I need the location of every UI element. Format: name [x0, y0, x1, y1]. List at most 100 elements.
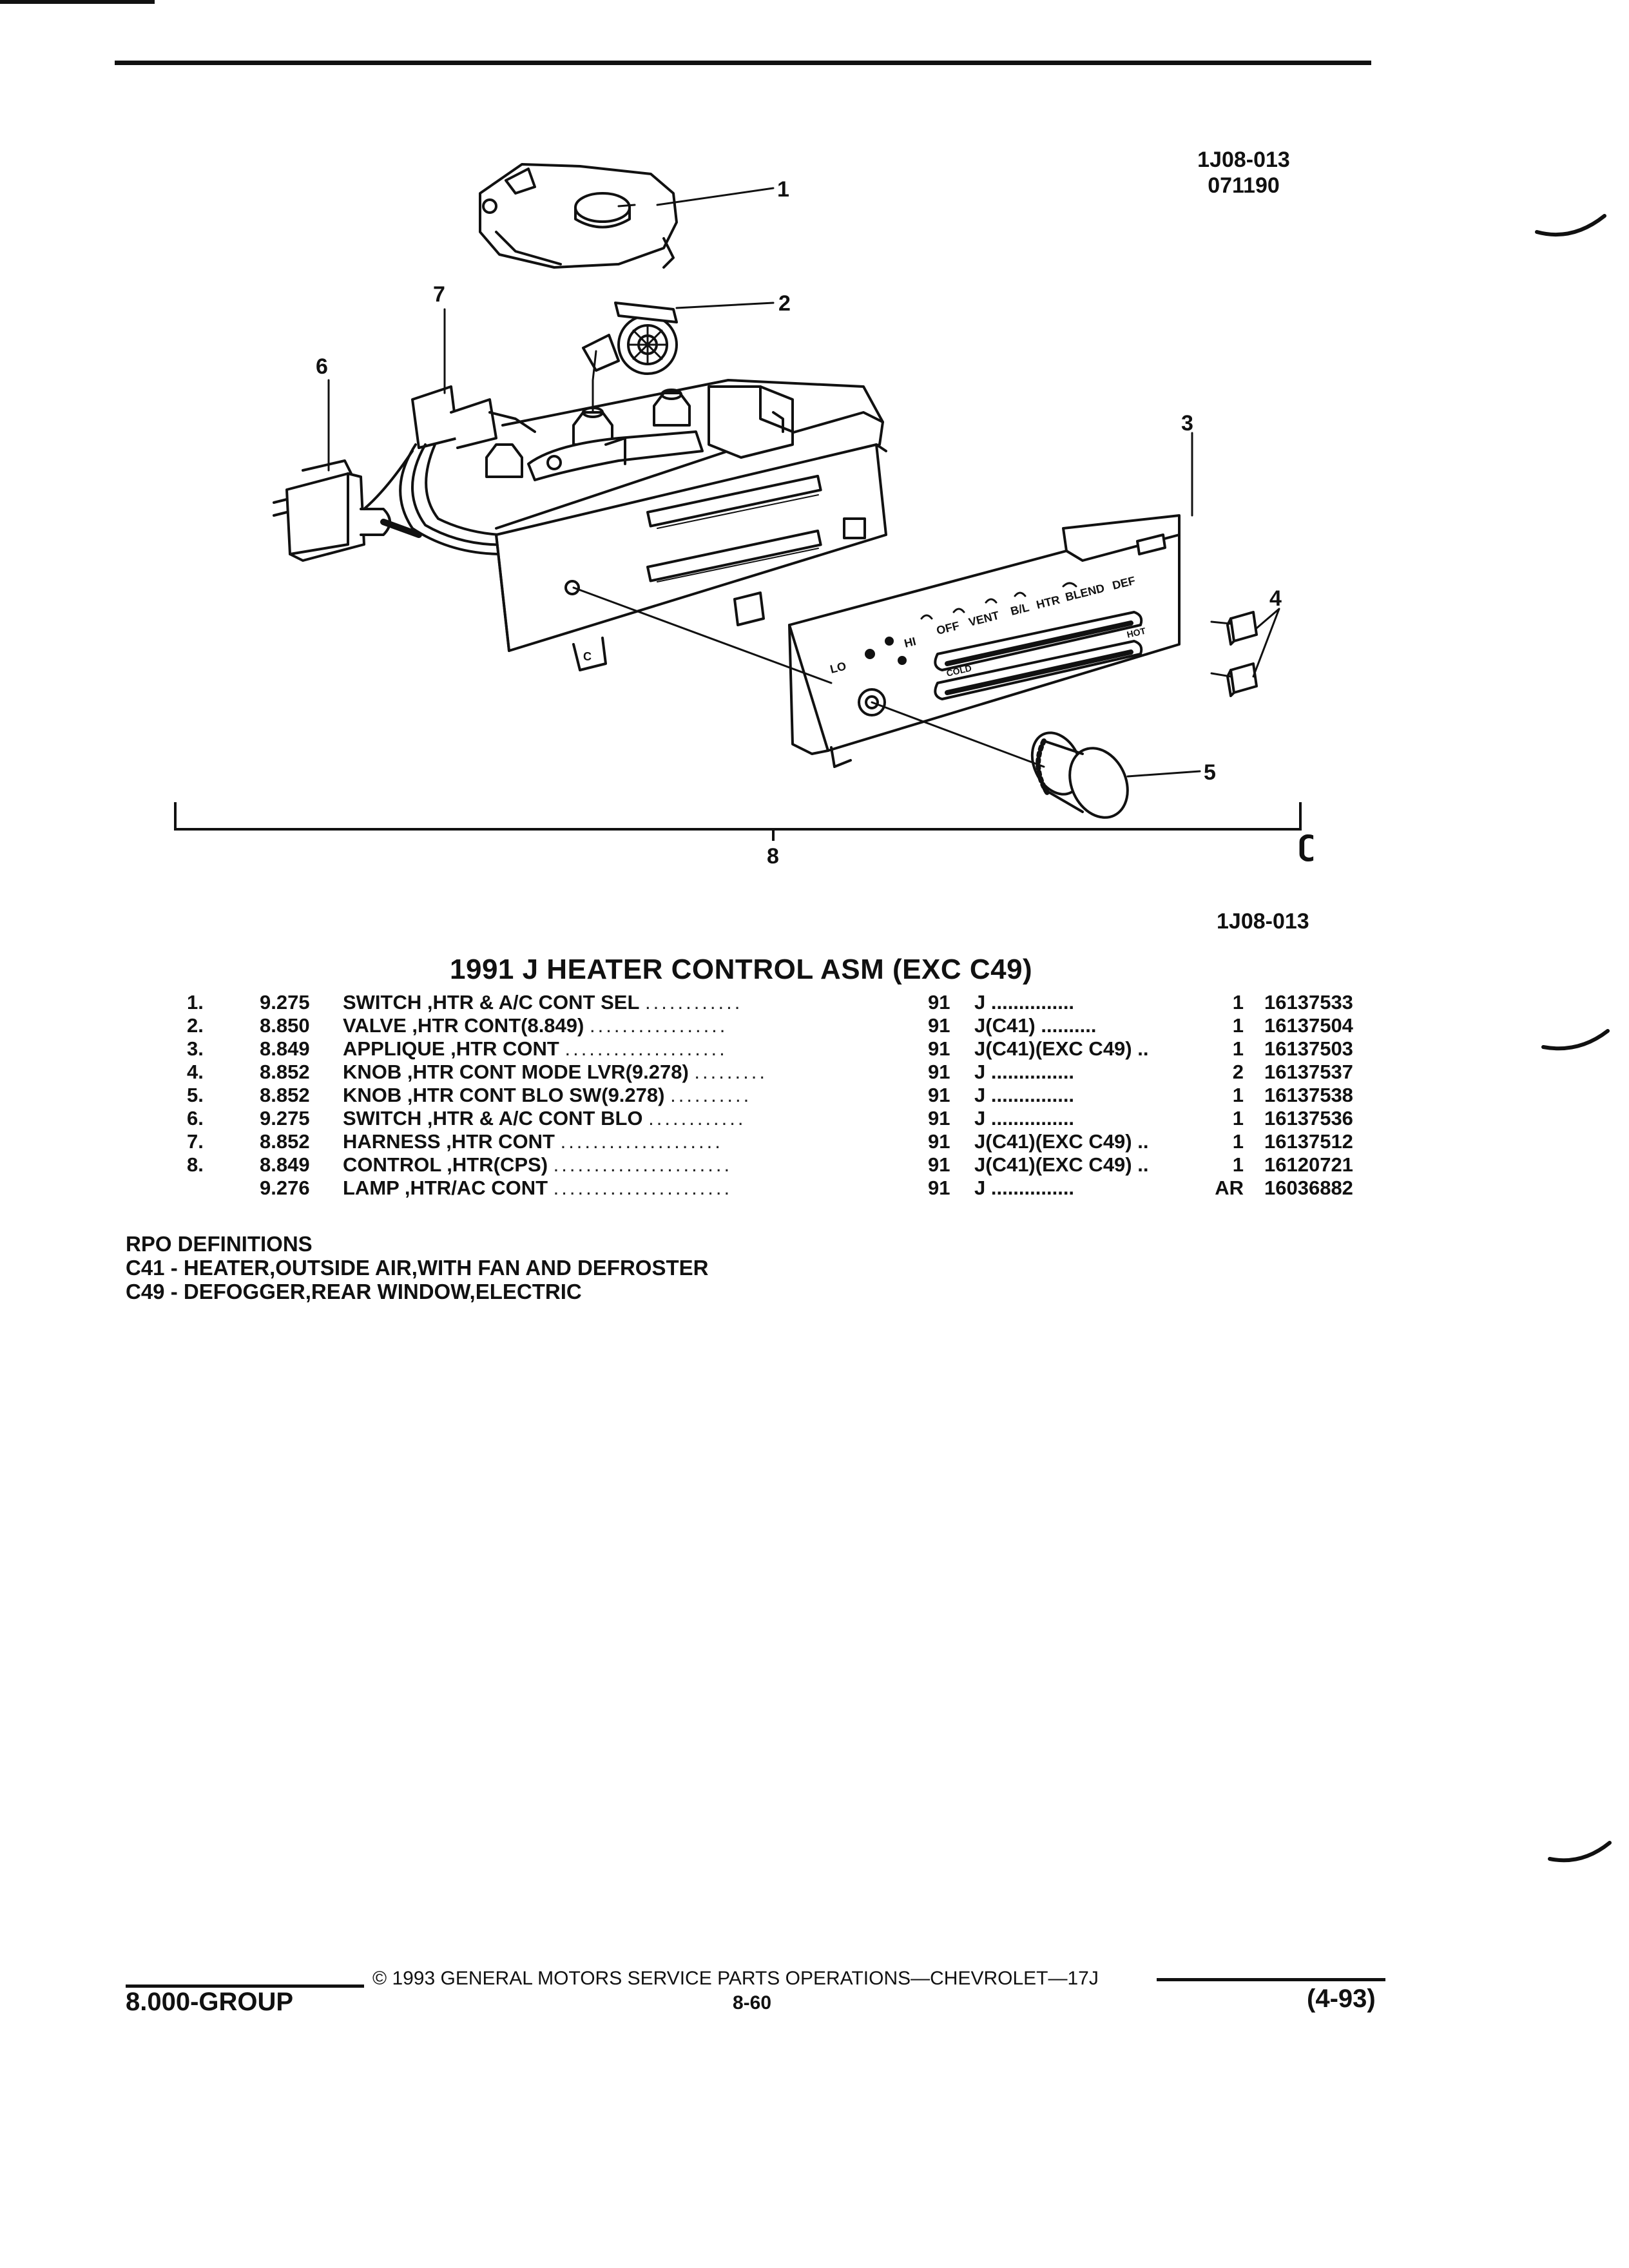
part-4-mode-knobs [1210, 611, 1258, 697]
row-series: J(C41) .......... [974, 1014, 1097, 1037]
row-part-number: 16120721 [1264, 1153, 1353, 1176]
callout-3: 3 [1181, 411, 1193, 436]
row-year: 91 [928, 1061, 950, 1083]
row-year: 91 [928, 991, 950, 1014]
footer-rule-right [1157, 1978, 1385, 1981]
footer-date: (4-93) [1307, 1984, 1376, 2013]
row-part-number: 16137538 [1264, 1084, 1353, 1106]
row-index: 8. [187, 1153, 204, 1176]
panel-hot-label: HOT [1126, 626, 1147, 640]
callout-2: 2 [778, 291, 791, 316]
footer-group: 8.000-GROUP [126, 1988, 294, 2016]
parts-row: 6. 9.275 SWITCH ,HTR & A/C CONT BLO ....… [0, 1107, 1629, 1130]
row-part-number: 16137512 [1264, 1130, 1353, 1153]
row-qty: 1 [1232, 1107, 1244, 1129]
row-year: 91 [928, 1084, 950, 1106]
row-part-number: 16137503 [1264, 1037, 1353, 1060]
row-year: 91 [928, 1037, 950, 1060]
row-description: SWITCH ,HTR & A/C CONT BLO ............ [343, 1107, 746, 1129]
row-part-number: 16137537 [1264, 1061, 1353, 1083]
part-1-switch-sel [479, 163, 678, 269]
diagram-code-line1: 1J08-013 [1197, 148, 1290, 172]
parts-row: 7. 8.852 HARNESS ,HTR CONT .............… [0, 1130, 1629, 1153]
row-year: 91 [928, 1153, 950, 1176]
row-section: 8.852 [260, 1084, 310, 1106]
leader-lines [327, 187, 1280, 778]
part-5-blower-knob [1030, 731, 1129, 819]
row-description: KNOB ,HTR CONT MODE LVR(9.278) ......... [343, 1061, 767, 1083]
footer-copyright: © 1993 GENERAL MOTORS SERVICE PARTS OPER… [372, 1968, 1099, 1989]
part-6-blower-switch [273, 459, 422, 562]
callout-4: 4 [1269, 586, 1282, 611]
row-series: J ............... [974, 1107, 1075, 1129]
row-section: 9.275 [260, 1107, 310, 1129]
row-year: 91 [928, 1107, 950, 1129]
row-section: 8.849 [260, 1037, 310, 1060]
parts-row: 5. 8.852 KNOB ,HTR CONT BLO SW(9.278) ..… [0, 1084, 1629, 1107]
callout-6: 6 [316, 354, 328, 379]
row-series: J ............... [974, 1177, 1075, 1199]
callout-8: 8 [767, 844, 779, 869]
row-series: J(C41)(EXC C49) .. [974, 1130, 1149, 1153]
row-index: 3. [187, 1037, 204, 1060]
row-qty: 1 [1232, 1014, 1244, 1037]
parts-row: 1. 9.275 SWITCH ,HTR & A/C CONT SEL ....… [0, 991, 1629, 1014]
top-edge-rule [0, 0, 155, 4]
diagram-code: 1J08-013 071190 [1179, 147, 1308, 198]
row-qty: 2 [1232, 1061, 1244, 1083]
callout-5: 5 [1204, 760, 1216, 785]
part-3-applique [788, 514, 1181, 768]
figure-code: 1J08-013 [1217, 909, 1309, 934]
row-section: 9.275 [260, 991, 310, 1014]
row-description: APPLIQUE ,HTR CONT .................... [343, 1037, 728, 1060]
parts-row: 3. 8.849 APPLIQUE ,HTR CONT ............… [0, 1037, 1629, 1061]
footer-rule-left [126, 1984, 364, 1988]
row-year: 91 [928, 1014, 950, 1037]
row-qty: 1 [1232, 1153, 1244, 1176]
panel-hi-label: HI [903, 635, 917, 650]
row-year: 91 [928, 1130, 950, 1153]
chevrolet-mark-glyph: ʗ [1298, 830, 1315, 863]
row-series: J ............... [974, 1061, 1075, 1083]
binder-mark-3 [1548, 1841, 1612, 1863]
tab-c-label: C [583, 650, 592, 663]
row-series: J(C41)(EXC C49) .. [974, 1037, 1149, 1060]
row-qty: 1 [1232, 1084, 1244, 1106]
binder-marks [1535, 214, 1612, 1863]
page-title: 1991 J HEATER CONTROL ASM (EXC C49) [450, 954, 1033, 985]
control-front-face [495, 443, 887, 671]
row-series: J ............... [974, 1084, 1075, 1106]
assembly-bracket [174, 802, 1302, 841]
row-series: J ............... [974, 991, 1075, 1014]
row-index: 1. [187, 991, 204, 1014]
row-qty: AR [1215, 1177, 1244, 1199]
row-description: LAMP ,HTR/AC CONT ...................... [343, 1177, 733, 1199]
row-description: HARNESS ,HTR CONT .................... [343, 1130, 723, 1153]
row-qty: 1 [1232, 1037, 1244, 1060]
binder-mark-1 [1535, 214, 1606, 237]
rpo-c41: C41 - HEATER,OUTSIDE AIR,WITH FAN AND DE… [126, 1256, 709, 1280]
row-part-number: 16137504 [1264, 1014, 1353, 1037]
row-section: 8.849 [260, 1153, 310, 1176]
row-part-number: 16137533 [1264, 991, 1353, 1014]
parts-list: 1. 9.275 SWITCH ,HTR & A/C CONT SEL ....… [0, 991, 1629, 1210]
row-index: 2. [187, 1014, 204, 1037]
exploded-parts-diagram: 1 2 3 4 5 6 7 8 LO HI OFF VENT B/L HTR B… [174, 163, 1315, 869]
row-qty: 1 [1232, 991, 1244, 1014]
parts-row: 2. 8.850 VALVE ,HTR CONT(8.849) ........… [0, 1014, 1629, 1037]
binder-mark-2 [1541, 1029, 1610, 1051]
row-section: 8.850 [260, 1014, 310, 1037]
row-series: J(C41)(EXC C49) .. [974, 1153, 1149, 1176]
rpo-c49: C49 - DEFOGGER,REAR WINDOW,ELECTRIC [126, 1280, 582, 1303]
rpo-definitions: RPO DEFINITIONS C41 - HEATER,OUTSIDE AIR… [126, 1232, 708, 1303]
row-year: 91 [928, 1177, 950, 1199]
row-index: 7. [187, 1130, 204, 1153]
row-description: VALVE ,HTR CONT(8.849) ................. [343, 1014, 728, 1037]
part-7-harness [363, 385, 536, 555]
parts-row: 4. 8.852 KNOB ,HTR CONT MODE LVR(9.278) … [0, 1061, 1629, 1084]
row-description: SWITCH ,HTR & A/C CONT SEL ............ [343, 991, 743, 1014]
diagram-code-line2: 071190 [1208, 173, 1280, 198]
row-description: KNOB ,HTR CONT BLO SW(9.278) .......... [343, 1084, 752, 1106]
callout-7: 7 [433, 282, 445, 307]
header-rule [115, 61, 1371, 65]
